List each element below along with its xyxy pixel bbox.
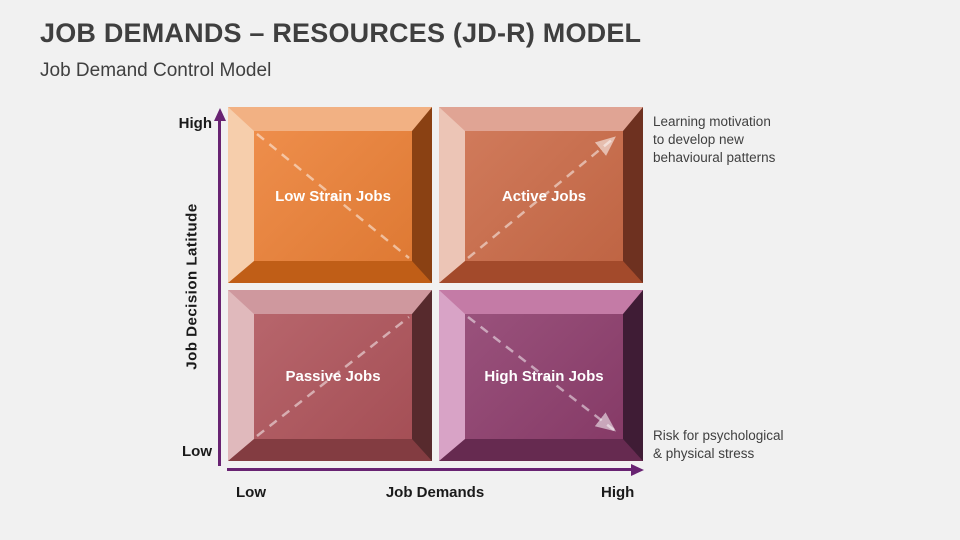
y-axis-tick-low: Low (182, 443, 212, 460)
x-axis-title: Job Demands (385, 484, 485, 501)
quadrant-label: Active Jobs (501, 187, 587, 205)
quadrant-high-strain-jobs: High Strain Jobs (439, 290, 643, 461)
x-axis-arrowhead-icon (631, 463, 644, 476)
y-axis-line (218, 120, 221, 466)
quadrant-passive-jobs: Passive Jobs (228, 290, 432, 461)
quadrant-low-strain-jobs: Low Strain Jobs (228, 107, 432, 283)
quadrant-label: High Strain Jobs (484, 368, 604, 385)
x-axis-tick-low: Low (236, 484, 266, 501)
annotation-risk-stress: Risk for psychological & physical stress (653, 428, 784, 461)
page-title: JOB DEMANDS – RESOURCES (JD-R) MODEL (40, 18, 642, 48)
page-subtitle: Job Demand Control Model (40, 60, 272, 81)
y-axis-tick-high: High (178, 115, 212, 132)
quadrant-active-jobs: Active Jobs (439, 107, 643, 283)
x-axis-tick-high: High (601, 484, 635, 501)
y-axis-arrowhead-icon (213, 108, 226, 121)
y-axis-title: Job Decision Latitude (183, 203, 201, 370)
quadrant-label: Low Strain Jobs (275, 187, 391, 205)
annotation-learning-motivation: Learning motivation to develop new behav… (653, 114, 776, 165)
x-axis-line (227, 468, 632, 471)
quadrant-label: Passive Jobs (285, 368, 381, 385)
